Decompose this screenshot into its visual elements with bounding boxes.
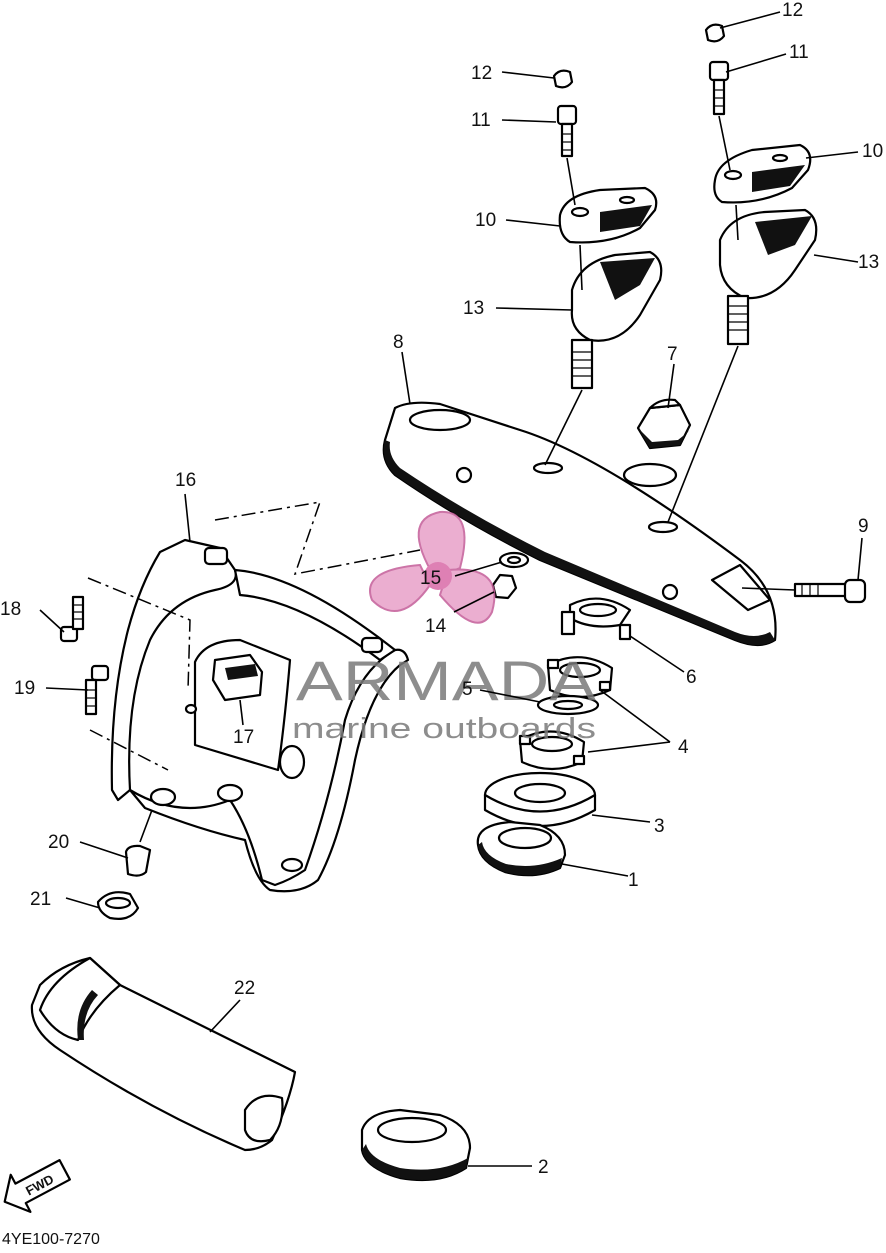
bracket-clip <box>211 653 264 726</box>
armada-watermark: ARMADA marine outboards <box>292 510 597 745</box>
left-handlebar-holder <box>558 186 658 291</box>
callout-16: 16 <box>175 470 196 491</box>
callout-12-left: 12 <box>471 63 492 84</box>
left-cap <box>552 69 574 89</box>
fwd-arrow-icon: FWD <box>3 1159 71 1213</box>
ring-nut-upper <box>546 656 614 699</box>
callout-10-left: 10 <box>475 210 496 231</box>
callout-19: 19 <box>14 678 35 699</box>
lock-washer <box>560 597 632 641</box>
callout-13-right: 13 <box>858 252 879 273</box>
bolt-19 <box>84 664 110 716</box>
callout-18: 18 <box>0 599 21 620</box>
fork-cover <box>30 956 297 1152</box>
callout-2: 2 <box>538 1157 549 1178</box>
left-bolt <box>556 104 578 206</box>
assembly-dashline-top <box>214 501 421 575</box>
bearing-upper <box>476 820 567 877</box>
right-bolt <box>708 60 731 171</box>
bolt-18 <box>59 595 85 643</box>
bearing-race-upper <box>483 771 597 828</box>
bearing-lower <box>360 1108 472 1182</box>
assembly-dashline-lower <box>89 729 169 771</box>
left-handlebar-riser <box>544 250 663 466</box>
watermark-brand: ARMADA <box>296 649 597 712</box>
callout-12-right: 12 <box>782 0 803 21</box>
callout-7: 7 <box>667 344 678 365</box>
callout-17: 17 <box>233 727 254 748</box>
right-handlebar-holder <box>713 143 812 241</box>
right-cap <box>704 23 726 43</box>
callout-9: 9 <box>858 516 869 537</box>
callout-13-left: 13 <box>463 298 484 319</box>
callout-8: 8 <box>393 332 404 353</box>
callout-3: 3 <box>654 816 665 837</box>
callout-22: 22 <box>234 978 255 999</box>
callout-11-left: 11 <box>471 110 491 131</box>
small-nut <box>491 573 518 600</box>
steering-nut <box>636 398 692 450</box>
upper-bracket <box>382 401 777 647</box>
small-washer <box>498 551 530 569</box>
callout-1: 1 <box>628 870 639 891</box>
callout-4: 4 <box>678 737 689 758</box>
grommet <box>96 891 140 920</box>
callout-10-right: 10 <box>862 141 883 162</box>
leader-lines <box>39 11 863 1167</box>
assembly-dashline-left <box>87 577 191 691</box>
watermark-tagline: marine outboards <box>292 713 596 745</box>
collar <box>124 809 153 877</box>
callout-20: 20 <box>48 832 69 853</box>
callout-labels: 1 2 3 4 5 6 7 8 9 10 10 11 11 12 12 13 1… <box>0 0 883 1178</box>
ring-nut-lower <box>518 730 586 771</box>
rubber-washer <box>536 694 600 716</box>
callout-21: 21 <box>30 889 51 910</box>
callout-11-right: 11 <box>789 42 809 63</box>
pinch-bolt <box>741 578 867 604</box>
callout-15: 15 <box>420 568 441 589</box>
callout-14: 14 <box>425 616 447 637</box>
diagram-code: 4YE100-7270 <box>2 1231 100 1248</box>
callout-6: 6 <box>686 667 697 688</box>
callout-5: 5 <box>462 679 473 700</box>
right-handlebar-riser <box>667 208 818 523</box>
